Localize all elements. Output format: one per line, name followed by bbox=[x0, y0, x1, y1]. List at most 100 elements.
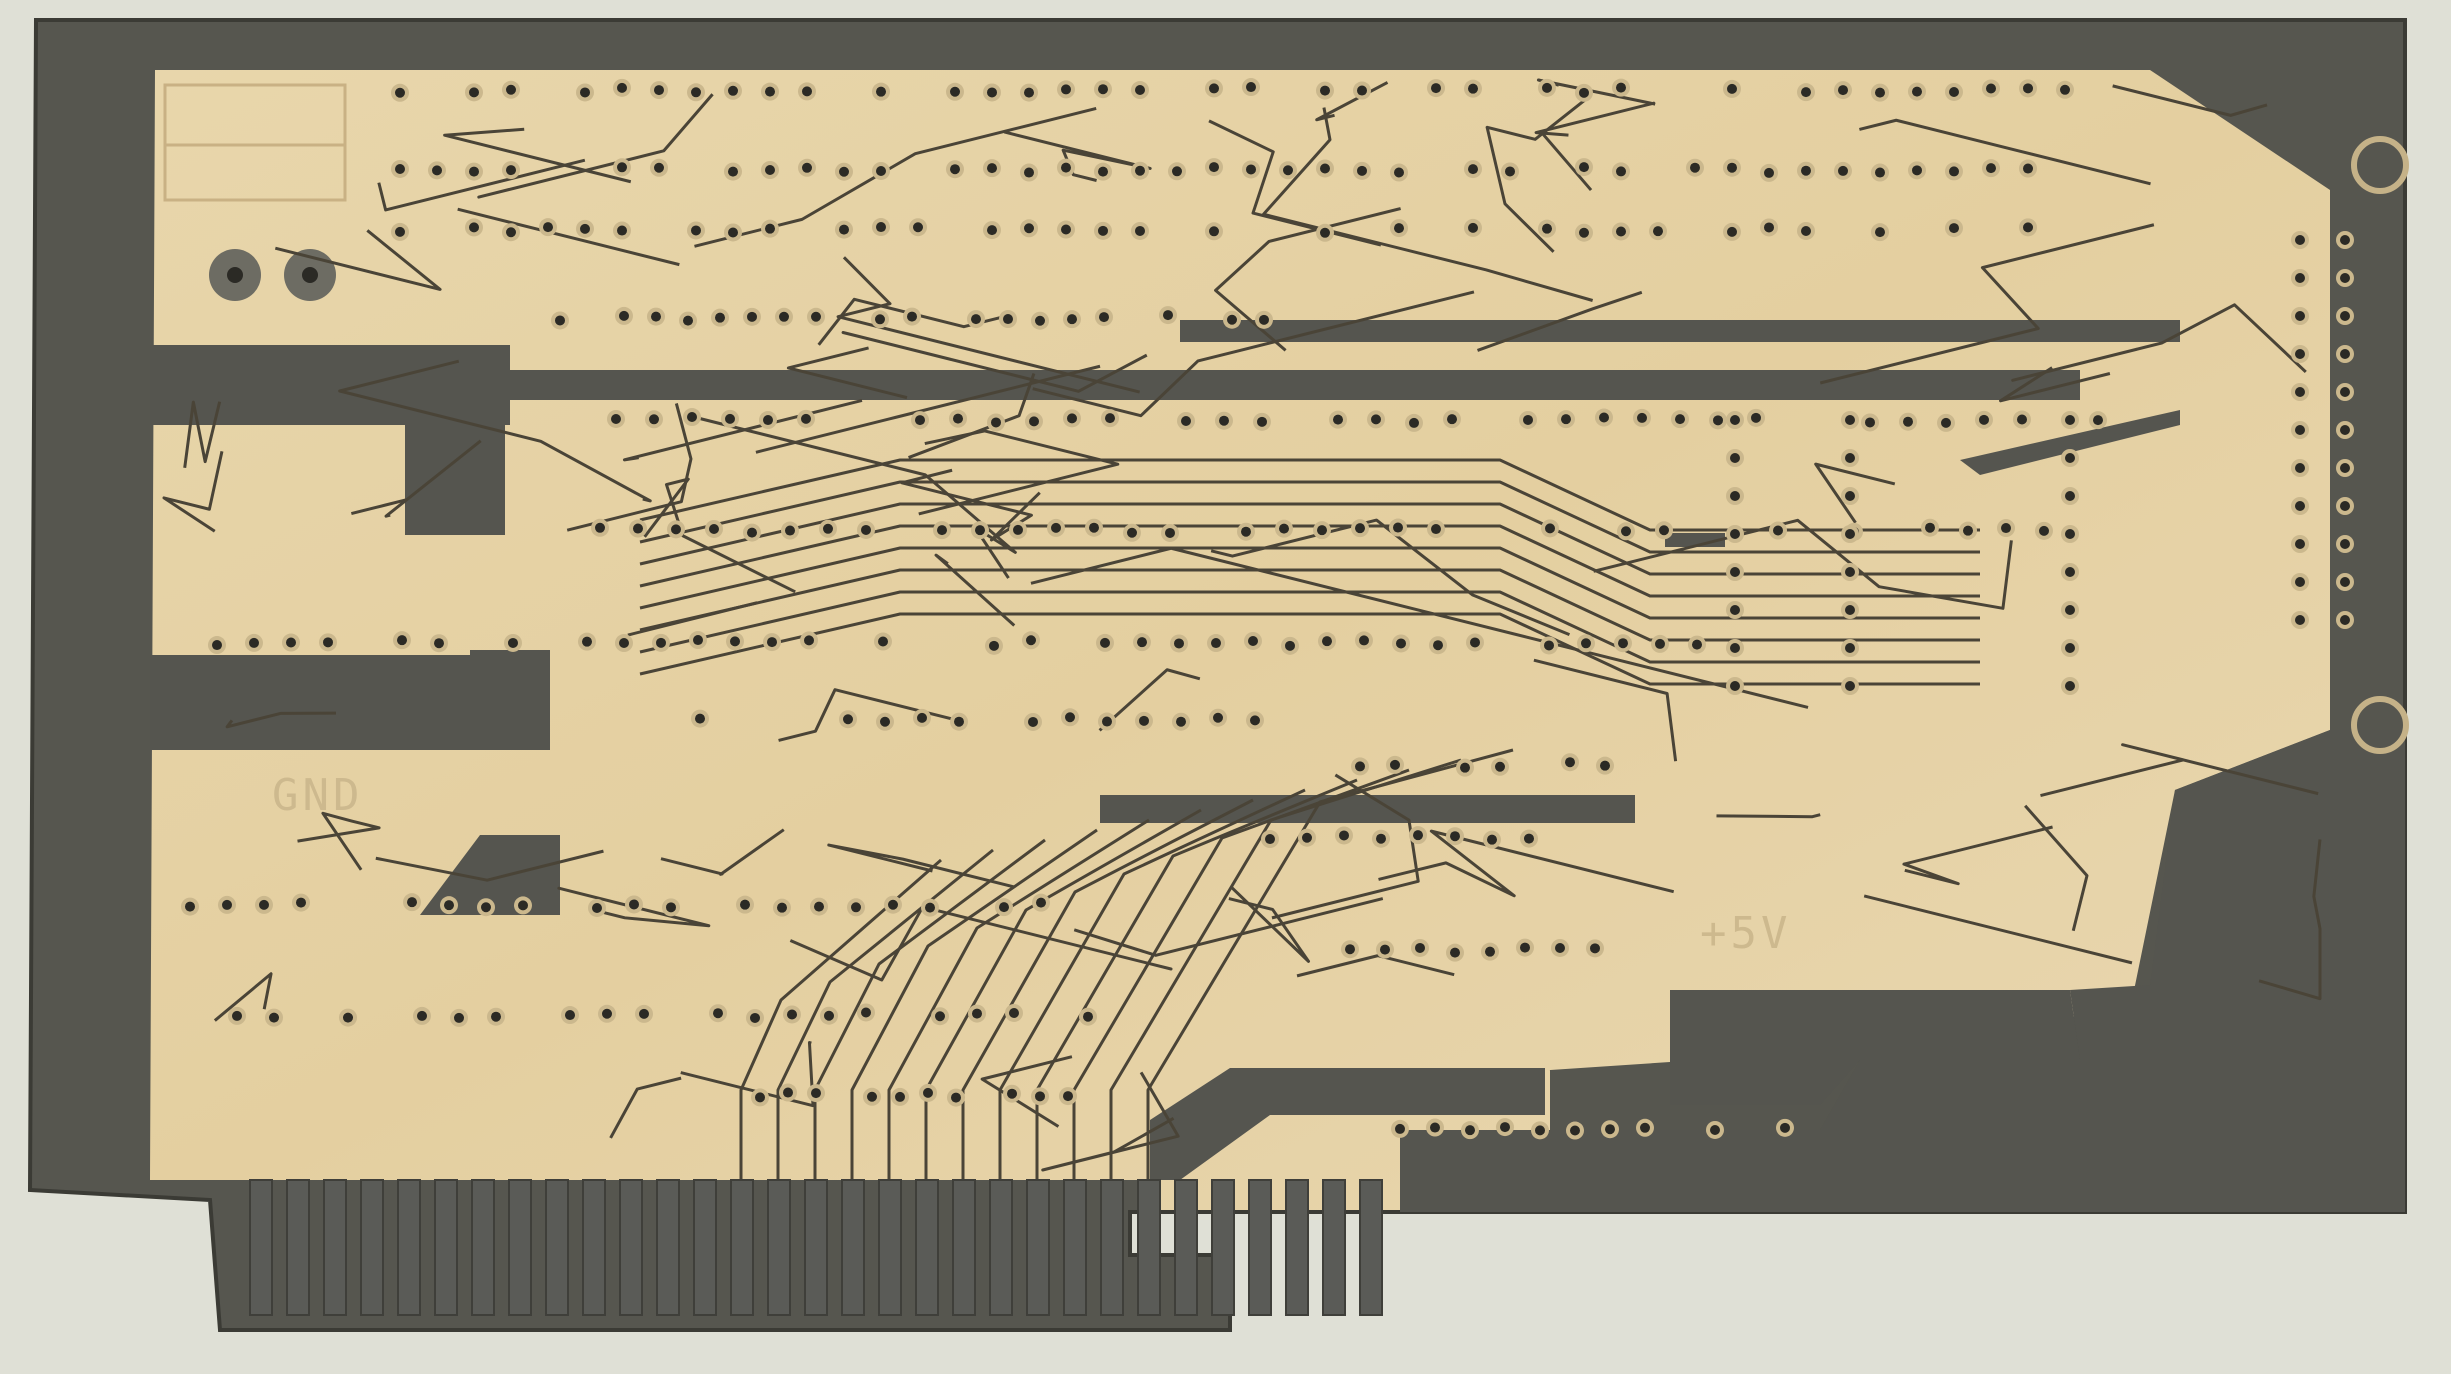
drill-hole bbox=[1355, 523, 1365, 534]
trace bbox=[908, 373, 1036, 459]
trace bbox=[1035, 778, 1358, 1180]
trace bbox=[934, 553, 1016, 627]
drill-hole bbox=[1035, 315, 1045, 326]
trace bbox=[1228, 885, 1311, 963]
connector-finger bbox=[1211, 1179, 1235, 1316]
drill-hole bbox=[1941, 417, 1951, 428]
drill-hole bbox=[875, 314, 885, 325]
trace bbox=[827, 843, 1015, 889]
drill-hole bbox=[2039, 525, 2049, 536]
drill-hole bbox=[296, 897, 306, 908]
drill-hole bbox=[913, 222, 923, 233]
trace bbox=[841, 330, 1148, 393]
connector-finger bbox=[508, 1179, 532, 1316]
drill-hole bbox=[1246, 164, 1256, 175]
drill-hole bbox=[1542, 82, 1552, 93]
drill-hole bbox=[1963, 525, 1973, 536]
drill-hole bbox=[895, 1091, 905, 1102]
drill-hole bbox=[506, 227, 516, 238]
drill-hole bbox=[1098, 84, 1108, 95]
drill-hole bbox=[2023, 222, 2033, 233]
drill-hole bbox=[851, 902, 861, 913]
drill-hole bbox=[691, 87, 701, 98]
drill-hole bbox=[649, 414, 659, 425]
drill-hole bbox=[1067, 413, 1077, 424]
drill-hole bbox=[971, 314, 981, 325]
drill-hole bbox=[2295, 273, 2305, 283]
drill-hole bbox=[1099, 312, 1109, 323]
drill-hole bbox=[880, 716, 890, 727]
drill-hole bbox=[1764, 167, 1774, 178]
drill-hole bbox=[491, 1011, 501, 1022]
drill-hole bbox=[565, 1010, 575, 1021]
drill-hole bbox=[1431, 83, 1441, 94]
trace bbox=[183, 400, 222, 468]
drill-hole bbox=[950, 164, 960, 175]
trace bbox=[755, 364, 1101, 454]
drill-hole bbox=[1036, 897, 1046, 908]
trace bbox=[1859, 118, 2151, 186]
drill-hole bbox=[1690, 162, 1700, 173]
drill-hole bbox=[1355, 761, 1365, 772]
drill-hole bbox=[1089, 522, 1099, 533]
trace bbox=[443, 127, 632, 184]
drill-hole bbox=[1409, 417, 1419, 428]
drill-hole bbox=[2295, 387, 2305, 397]
drill-hole bbox=[915, 415, 925, 426]
trace bbox=[375, 849, 604, 882]
connector-finger bbox=[249, 1179, 273, 1316]
drill-hole bbox=[1447, 414, 1457, 425]
drill-hole bbox=[740, 899, 750, 910]
drill-hole bbox=[2065, 643, 2075, 653]
trace bbox=[457, 207, 680, 267]
drill-hole bbox=[1065, 712, 1075, 723]
trace bbox=[739, 858, 942, 1180]
drill-hole bbox=[1067, 314, 1077, 325]
drill-hole bbox=[1339, 830, 1349, 841]
drill-hole bbox=[1616, 226, 1626, 237]
drill-hole bbox=[1845, 491, 1855, 501]
trace bbox=[639, 502, 1980, 576]
drill-hole bbox=[1544, 640, 1554, 651]
drill-hole bbox=[1320, 85, 1330, 96]
drill-hole bbox=[1468, 83, 1478, 94]
drill-hole bbox=[923, 1087, 933, 1098]
drill-hole bbox=[1579, 162, 1589, 173]
drill-hole bbox=[619, 638, 629, 649]
drill-hole bbox=[469, 166, 479, 177]
drill-hole bbox=[1028, 716, 1038, 727]
drill-hole bbox=[2295, 577, 2305, 587]
connector-finger bbox=[1063, 1179, 1087, 1316]
drill-hole bbox=[654, 162, 664, 173]
copper-traces bbox=[162, 78, 2322, 1180]
drill-hole bbox=[1250, 715, 1260, 726]
connector-finger bbox=[434, 1179, 458, 1316]
drill-hole bbox=[555, 315, 565, 326]
drill-hole bbox=[1241, 526, 1251, 537]
drill-hole bbox=[469, 222, 479, 233]
drill-hole bbox=[1137, 637, 1147, 648]
gnd-label: GND bbox=[272, 770, 364, 821]
drill-hole bbox=[1083, 1011, 1093, 1022]
connector-finger bbox=[1174, 1179, 1198, 1316]
trace bbox=[887, 818, 1150, 1180]
drill-hole bbox=[1127, 527, 1137, 538]
drill-hole bbox=[1838, 165, 1848, 176]
trace bbox=[350, 498, 407, 516]
drill-hole bbox=[1727, 83, 1737, 94]
trace bbox=[1072, 768, 1410, 1180]
drill-hole bbox=[713, 1008, 723, 1019]
drill-hole bbox=[1773, 525, 1783, 536]
drill-hole bbox=[765, 86, 775, 97]
connector-finger bbox=[952, 1179, 976, 1316]
drill-hole bbox=[1523, 414, 1533, 425]
drill-hole bbox=[1730, 491, 1740, 501]
drill-hole bbox=[2295, 235, 2305, 245]
drill-hole bbox=[2295, 425, 2305, 435]
drill-hole bbox=[434, 638, 444, 649]
drill-hole bbox=[693, 635, 703, 646]
drill-hole bbox=[1555, 942, 1565, 953]
trace bbox=[1271, 773, 1420, 920]
connector-finger bbox=[841, 1179, 865, 1316]
drill-hole bbox=[582, 636, 592, 647]
